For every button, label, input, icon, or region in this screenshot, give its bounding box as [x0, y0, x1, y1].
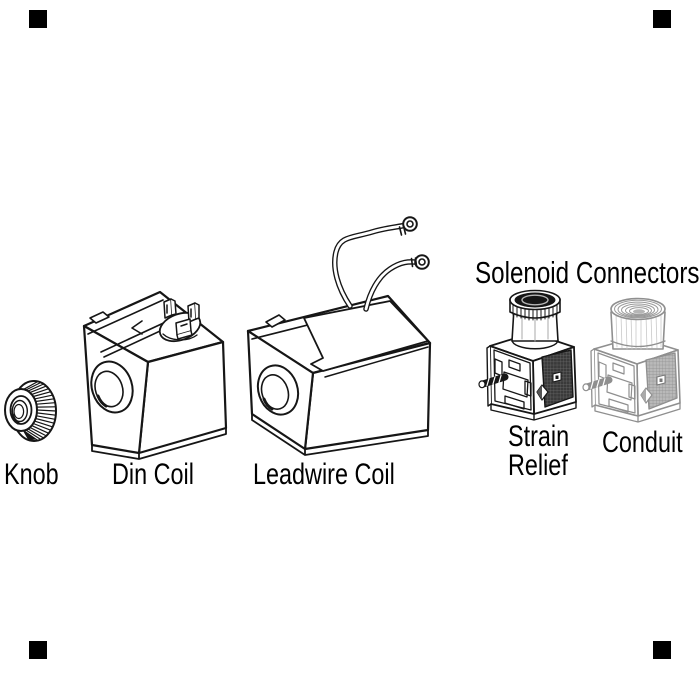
din-connector-pins [163, 298, 200, 340]
strain-relief-illustration [478, 289, 577, 421]
din-coil-label: Din Coil [112, 458, 194, 491]
orientation-diamond [536, 384, 549, 401]
knob-threaded-hole [9, 395, 33, 425]
coil-bore-hole [90, 360, 134, 414]
conduit-label: Conduit [602, 426, 683, 459]
registration-mark-bottom-left [29, 641, 47, 659]
knob-label: Knob [4, 458, 59, 491]
leadwire-coil-label: Leadwire Coil [253, 458, 395, 491]
registration-mark-top-left [29, 10, 47, 28]
conduit-illustration [582, 297, 681, 423]
lead-wires [332, 216, 430, 312]
connector-pin [582, 376, 613, 392]
knob-knurling [23, 380, 57, 442]
wire-terminal [410, 254, 430, 270]
strain-relief-cap [514, 292, 556, 308]
registration-mark-bottom-right [653, 641, 671, 659]
solenoid-connectors-heading: Solenoid Connectors [475, 255, 700, 290]
strain-relief-label: Strain Relief [508, 420, 570, 482]
conduit-threaded-hub [610, 297, 666, 350]
coil-base-step [91, 427, 227, 460]
knob-illustration [4, 380, 57, 442]
wire-terminal [398, 216, 418, 236]
coil-base-step [251, 413, 429, 456]
leadwire-coil-illustration [246, 216, 432, 456]
coil-top-ridges [87, 299, 174, 358]
din-coil-illustration [82, 290, 228, 460]
coil-bore-hole [256, 364, 300, 416]
coil-top-pad [303, 300, 429, 378]
strain-relief-collar [509, 289, 561, 342]
din-connector-socket [158, 298, 202, 343]
connector-pin [478, 373, 509, 389]
orientation-diamond [640, 387, 653, 404]
registration-mark-top-right [653, 10, 671, 28]
